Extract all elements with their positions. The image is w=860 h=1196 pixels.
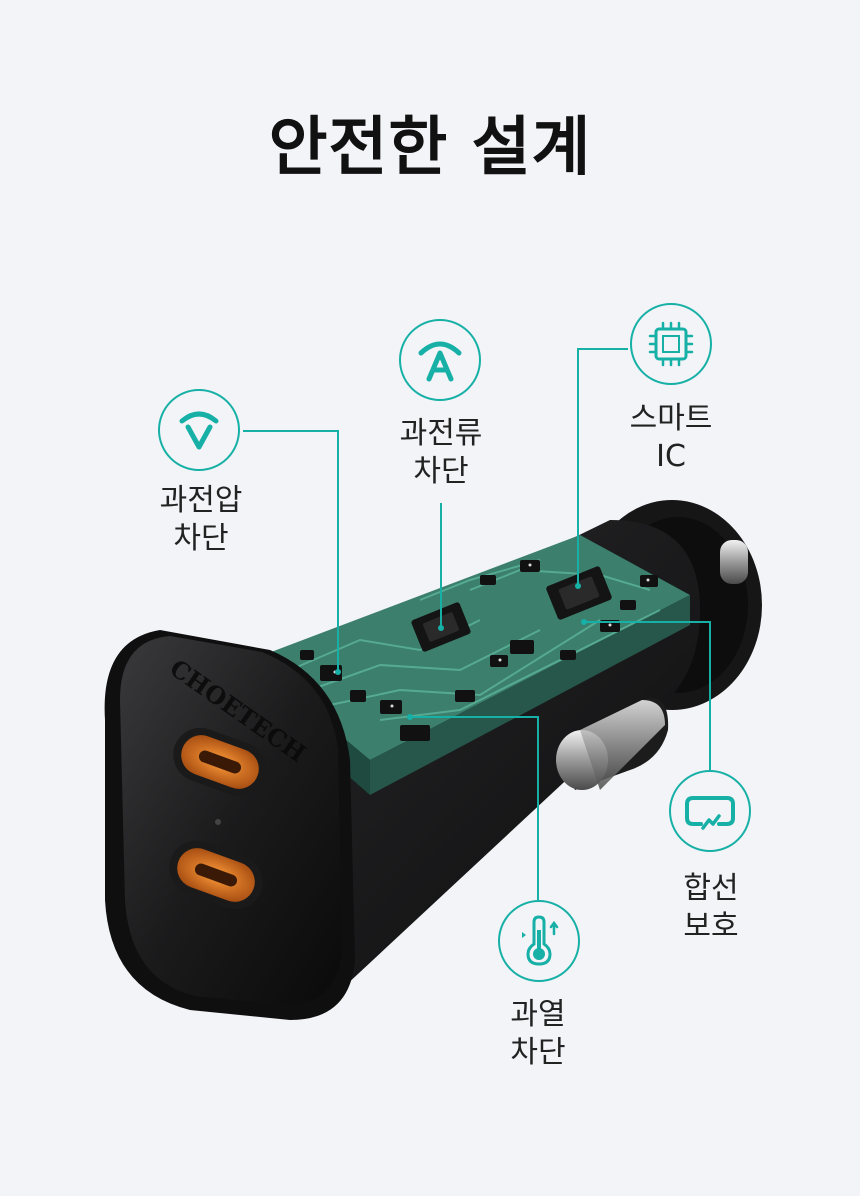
feature-label-short-circuit: 합선 보호	[683, 871, 739, 944]
side-spring-contact	[556, 698, 669, 790]
usb-c-port-bottom	[169, 840, 263, 910]
charger-tip-pin	[720, 540, 748, 584]
leader-lines	[243, 348, 711, 900]
page-title: 안전한 설계	[268, 111, 592, 185]
charger-front-cap: CHOETECH	[104, 630, 355, 1020]
short-circuit-icon	[669, 770, 751, 852]
usb-c-port-top	[173, 727, 267, 797]
feature-label-overheat: 과열 차단	[510, 997, 566, 1070]
feature-label-overcurrent: 과전류 차단	[399, 416, 483, 489]
feature-label-overvoltage: 과전압 차단	[159, 483, 243, 556]
chip-icon	[630, 303, 712, 385]
voltage-v-icon	[158, 389, 240, 471]
current-a-icon	[399, 319, 481, 401]
feature-label-smart-ic: 스마트 IC	[629, 401, 713, 474]
thermometer-icon	[498, 900, 580, 982]
